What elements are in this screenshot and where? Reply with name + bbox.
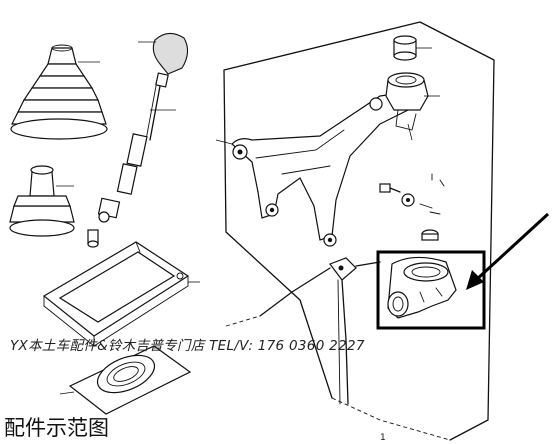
outer-rubber-boot — [10, 44, 108, 140]
shift-lever — [87, 32, 189, 248]
highlighted-bushing — [387, 256, 457, 319]
assembly-boundary-dashed — [331, 397, 451, 441]
reference-mark: 1 — [380, 433, 386, 443]
shop-watermark: YX本土车配件&铃木吉普专门店 TEL/V: 176 0360 2227 — [10, 338, 365, 354]
highlight-box — [376, 250, 486, 330]
upper-bushing — [385, 35, 440, 141]
diagram-caption: 配件示范图 — [4, 416, 109, 440]
shifter-plate — [42, 241, 200, 347]
shift-bracket — [215, 91, 413, 247]
pivot-pin — [421, 229, 439, 241]
linkage-rods — [225, 257, 381, 405]
shift-knob — [152, 32, 189, 75]
bottom-seal-plate — [59, 345, 192, 415]
bolt-and-washer — [379, 173, 445, 215]
inner-boot — [9, 165, 75, 237]
pointer-arrow — [466, 212, 550, 290]
assembly-boundary-frame — [223, 21, 495, 441]
